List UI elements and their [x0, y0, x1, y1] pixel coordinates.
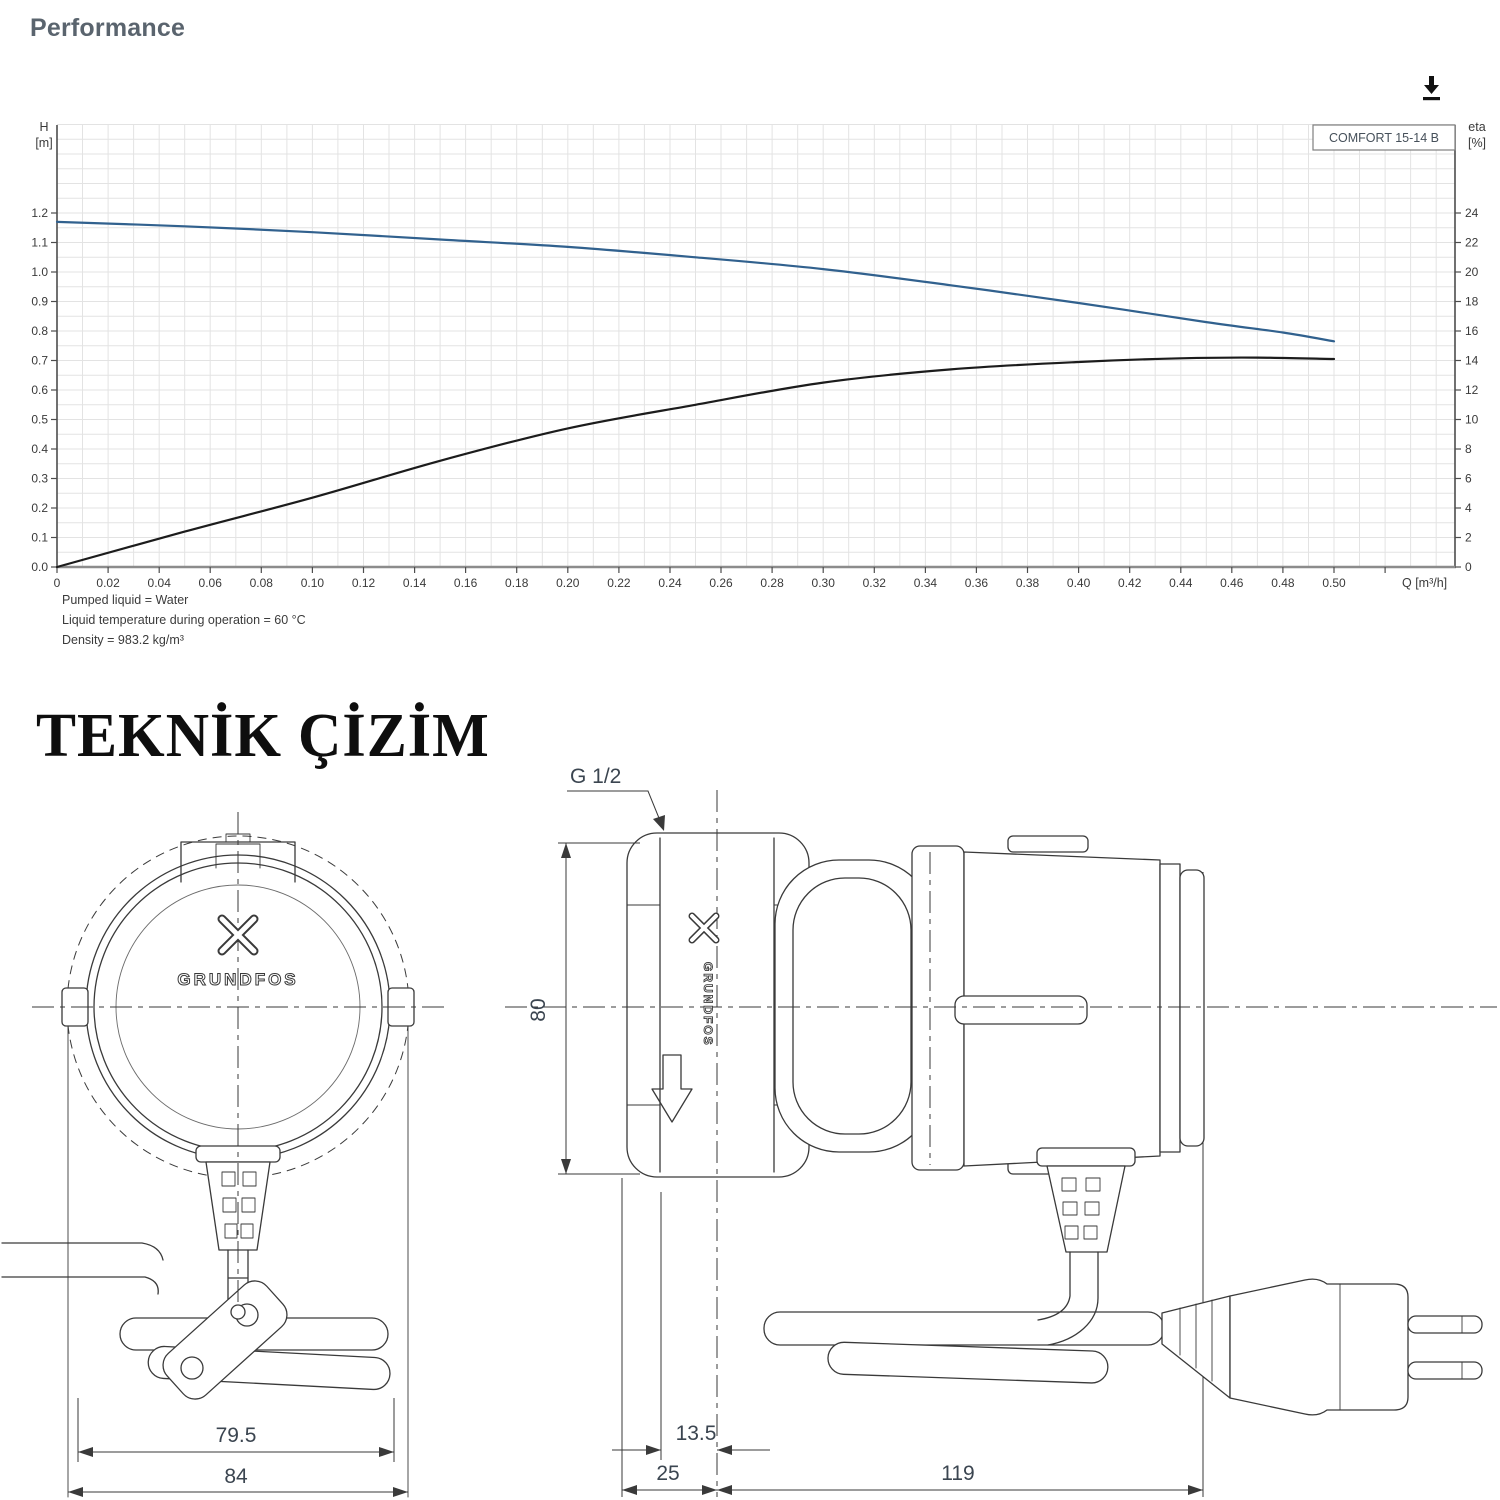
svg-text:COMFORT 15-14 B: COMFORT 15-14 B	[1329, 131, 1439, 145]
svg-text:0.08: 0.08	[250, 576, 274, 590]
side-view-drawing: GRUNDFOS G 1/2 80 13.5 25	[505, 765, 1497, 1497]
svg-text:10: 10	[1465, 413, 1479, 427]
svg-text:0.10: 0.10	[301, 576, 325, 590]
page-title: Performance	[30, 14, 186, 42]
svg-text:0.7: 0.7	[31, 354, 48, 368]
svg-text:0.12: 0.12	[352, 576, 376, 590]
chart-conditions: Pumped liquid = Water Liquid temperature…	[62, 590, 306, 650]
download-arrow-glyph	[1423, 75, 1440, 100]
grundfos-logo-side-text: GRUNDFOS	[701, 962, 715, 1047]
grundfos-logo-icon: GRUNDFOS	[177, 919, 298, 990]
svg-text:20: 20	[1465, 265, 1479, 279]
download-icon[interactable]	[1414, 72, 1448, 108]
svg-text:0: 0	[54, 576, 61, 590]
svg-text:0.44: 0.44	[1169, 576, 1193, 590]
svg-text:0.50: 0.50	[1322, 576, 1346, 590]
svg-text:0.8: 0.8	[31, 324, 48, 338]
dim-thread: G 1/2	[570, 765, 621, 788]
technical-drawing-title: TEKNİK ÇİZİM	[36, 701, 490, 770]
svg-text:24: 24	[1465, 206, 1479, 220]
svg-text:0.0: 0.0	[31, 560, 48, 574]
svg-text:0.24: 0.24	[658, 576, 682, 590]
grundfos-logo-side-icon: GRUNDFOS	[692, 916, 716, 1047]
svg-text:1.2: 1.2	[31, 206, 48, 220]
svg-text:0.16: 0.16	[454, 576, 478, 590]
svg-text:0.40: 0.40	[1067, 576, 1091, 590]
svg-text:12: 12	[1465, 383, 1479, 397]
svg-text:0.20: 0.20	[556, 576, 580, 590]
condition-density: Density = 983.2 kg/m³	[62, 633, 184, 647]
svg-text:eta: eta	[1468, 120, 1485, 134]
svg-text:0.06: 0.06	[199, 576, 223, 590]
svg-text:2: 2	[1465, 531, 1472, 545]
svg-text:0.1: 0.1	[31, 531, 48, 545]
svg-text:0.30: 0.30	[812, 576, 836, 590]
dim-height: 80	[527, 998, 550, 1021]
svg-text:0.18: 0.18	[505, 576, 529, 590]
svg-text:4: 4	[1465, 501, 1472, 515]
svg-text:0.5: 0.5	[31, 413, 48, 427]
condition-pumped-liquid: Pumped liquid = Water	[62, 593, 189, 607]
svg-text:[%]: [%]	[1468, 136, 1486, 150]
svg-text:14: 14	[1465, 354, 1479, 368]
svg-text:0.38: 0.38	[1016, 576, 1040, 590]
svg-text:0.2: 0.2	[31, 501, 48, 515]
svg-text:1.0: 1.0	[31, 265, 48, 279]
svg-text:18: 18	[1465, 295, 1479, 309]
svg-text:0.04: 0.04	[148, 576, 172, 590]
svg-text:0: 0	[1465, 560, 1472, 574]
svg-text:0.02: 0.02	[96, 576, 120, 590]
svg-text:0.46: 0.46	[1220, 576, 1244, 590]
svg-text:0.6: 0.6	[31, 383, 48, 397]
flow-direction-arrow-icon	[652, 1055, 692, 1122]
svg-text:0.14: 0.14	[403, 576, 427, 590]
svg-text:0.22: 0.22	[607, 576, 631, 590]
svg-text:22: 22	[1465, 236, 1479, 250]
dim-port-depth: 25	[656, 1462, 679, 1485]
svg-text:8: 8	[1465, 442, 1472, 456]
svg-text:16: 16	[1465, 324, 1479, 338]
svg-text:0.34: 0.34	[914, 576, 938, 590]
svg-text:0.9: 0.9	[31, 295, 48, 309]
svg-text:H: H	[39, 120, 48, 134]
svg-text:6: 6	[1465, 472, 1472, 486]
svg-text:1.1: 1.1	[31, 236, 48, 250]
svg-text:0.26: 0.26	[709, 576, 733, 590]
svg-text:0.36: 0.36	[965, 576, 989, 590]
dim-offset: 13.5	[676, 1422, 717, 1445]
svg-text:0.32: 0.32	[863, 576, 887, 590]
svg-text:0.28: 0.28	[760, 576, 784, 590]
svg-text:0.42: 0.42	[1118, 576, 1142, 590]
condition-liquid-temperature: Liquid temperature during operation = 60…	[62, 613, 306, 627]
grundfos-logo-text: GRUNDFOS	[177, 970, 298, 989]
dim-width-inner: 79.5	[216, 1424, 257, 1447]
svg-text:0.3: 0.3	[31, 472, 48, 486]
svg-text:0.4: 0.4	[31, 442, 48, 456]
svg-text:Q [m³/h]: Q [m³/h]	[1402, 576, 1447, 590]
svg-text:0.48: 0.48	[1271, 576, 1295, 590]
dim-length: 119	[941, 1462, 974, 1485]
svg-text:[m]: [m]	[35, 136, 52, 150]
front-view-drawing: GRUNDFOS 79.5 84	[2, 812, 446, 1497]
dim-width-outer: 84	[224, 1465, 248, 1488]
